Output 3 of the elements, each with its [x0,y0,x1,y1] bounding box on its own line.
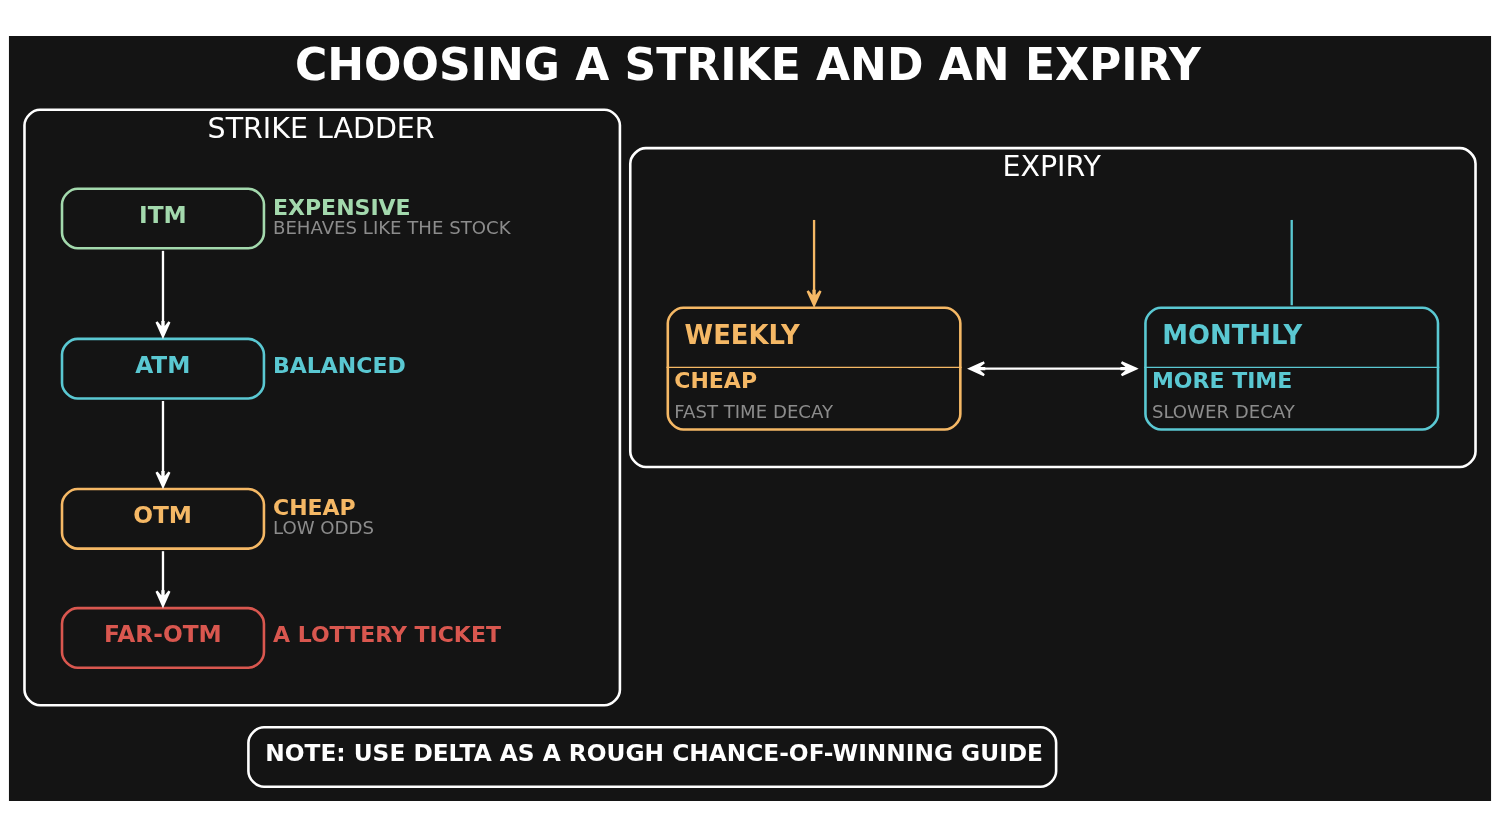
node-label: BALANCED [273,352,406,378]
diagram-title: CHOOSING A STRIKE AND AN EXPIRY [295,39,1201,91]
node-label: A LOTTERY TICKET [273,621,501,647]
